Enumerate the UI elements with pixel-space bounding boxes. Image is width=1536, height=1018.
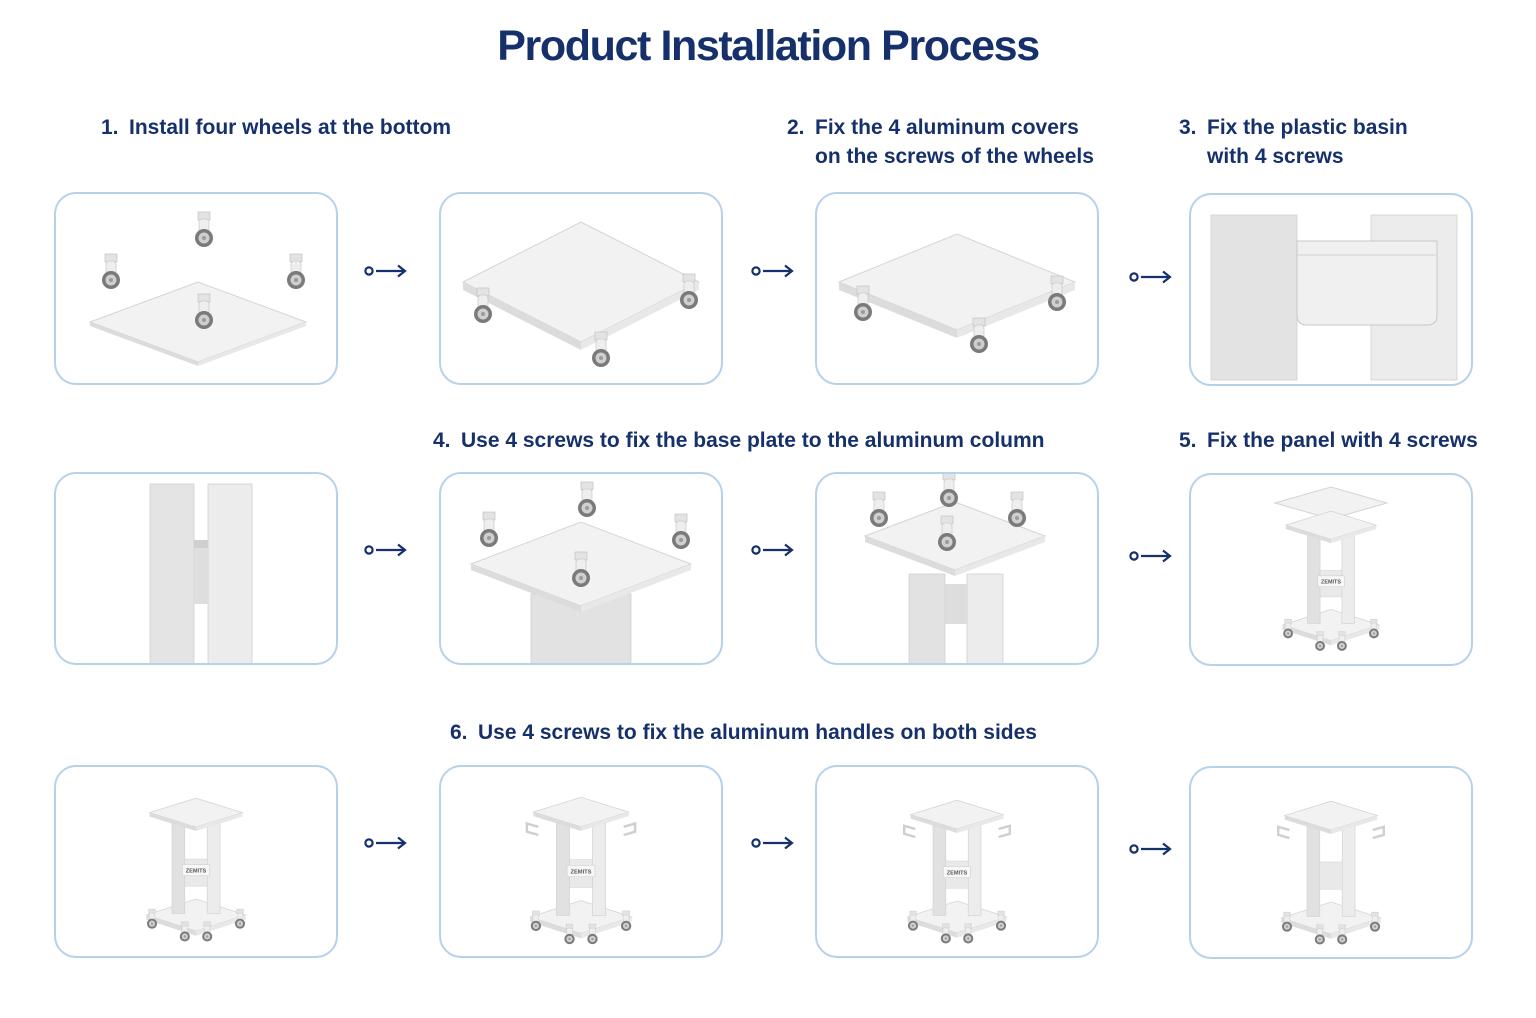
step-text: Use 4 screws to fix the aluminum handles…: [478, 721, 1037, 744]
step-3-caption: 3. Fix the plastic basin with 4 screws: [1179, 113, 1408, 171]
step-image-card: ZEMITS: [815, 765, 1099, 958]
step-image-card: [1189, 193, 1473, 386]
step-number: 2.: [787, 116, 805, 139]
arrow-right-icon: [1129, 842, 1175, 856]
step-text: Fix the plastic basin: [1207, 116, 1408, 139]
cart-final-illustration: [1276, 800, 1386, 945]
svg-text:ZEMITS: ZEMITS: [947, 871, 968, 877]
step-image-card: ZEMITS: [1189, 473, 1473, 666]
step-image-card: [54, 472, 338, 665]
step-number: 5.: [1179, 429, 1197, 452]
step-image-card: [54, 192, 338, 385]
step-text-line2: on the screws of the wheels: [815, 145, 1094, 168]
base-plate-mounted-illustration: [863, 474, 1047, 663]
step-image-card: [1189, 766, 1473, 959]
cart-complete-illustration: ZEMITS: [145, 797, 247, 942]
basin-on-columns-illustration: [1210, 214, 1458, 381]
step-image-card: [439, 472, 723, 665]
step-text: Fix the 4 aluminum covers: [815, 116, 1079, 139]
svg-text:ZEMITS: ZEMITS: [570, 870, 591, 876]
step-number: 3.: [1179, 116, 1197, 139]
arrow-right-icon: [751, 836, 797, 850]
arrow-right-icon: [751, 543, 797, 557]
step-text: Use 4 screws to fix the base plate to th…: [461, 429, 1045, 452]
step-image-card: [815, 472, 1099, 665]
svg-text:ZEMITS: ZEMITS: [1321, 580, 1341, 586]
base-with-wheels-illustration: [461, 221, 701, 367]
step-image-card: ZEMITS: [54, 765, 338, 958]
arrow-right-icon: [1129, 270, 1175, 284]
arrow-right-icon: [364, 836, 410, 850]
step-text: Install four wheels at the bottom: [129, 116, 452, 139]
step-2-caption: 2. Fix the 4 aluminum covers on the screw…: [787, 113, 1094, 171]
arrow-right-icon: [1129, 549, 1175, 563]
step-image-card: ZEMITS: [439, 765, 723, 958]
step-number: 1.: [101, 116, 119, 139]
base-plate-exploded-illustration: [469, 481, 693, 663]
step-5-caption: 5. Fix the panel with 4 screws: [1179, 426, 1478, 455]
cart-panel-exploded-illustration: ZEMITS: [1273, 486, 1389, 651]
step-1-caption: 1. Install four wheels at the bottom: [101, 113, 451, 142]
page-title: Product Installation Process: [497, 22, 1040, 70]
columns-with-basin-illustration: [149, 483, 253, 663]
step-image-card: [439, 192, 723, 385]
step-image-card: [815, 192, 1099, 385]
svg-text:ZEMITS: ZEMITS: [186, 869, 207, 875]
cart-handles-mounted-illustration: ZEMITS: [902, 799, 1012, 944]
step-6-caption: 6. Use 4 screws to fix the aluminum handl…: [450, 718, 1037, 747]
step-text-line2: with 4 screws: [1207, 145, 1344, 168]
arrow-right-icon: [751, 264, 797, 278]
wheels-exploded-illustration: [88, 211, 308, 366]
arrow-right-icon: [364, 543, 410, 557]
step-text: Fix the panel with 4 screws: [1207, 429, 1478, 452]
base-with-covers-illustration: [837, 233, 1077, 353]
arrow-right-icon: [364, 264, 410, 278]
step-number: 6.: [450, 721, 468, 744]
step-4-caption: 4. Use 4 screws to fix the base plate to …: [433, 426, 1044, 455]
cart-handles-exploded-illustration: ZEMITS: [525, 796, 637, 945]
step-number: 4.: [433, 429, 451, 452]
